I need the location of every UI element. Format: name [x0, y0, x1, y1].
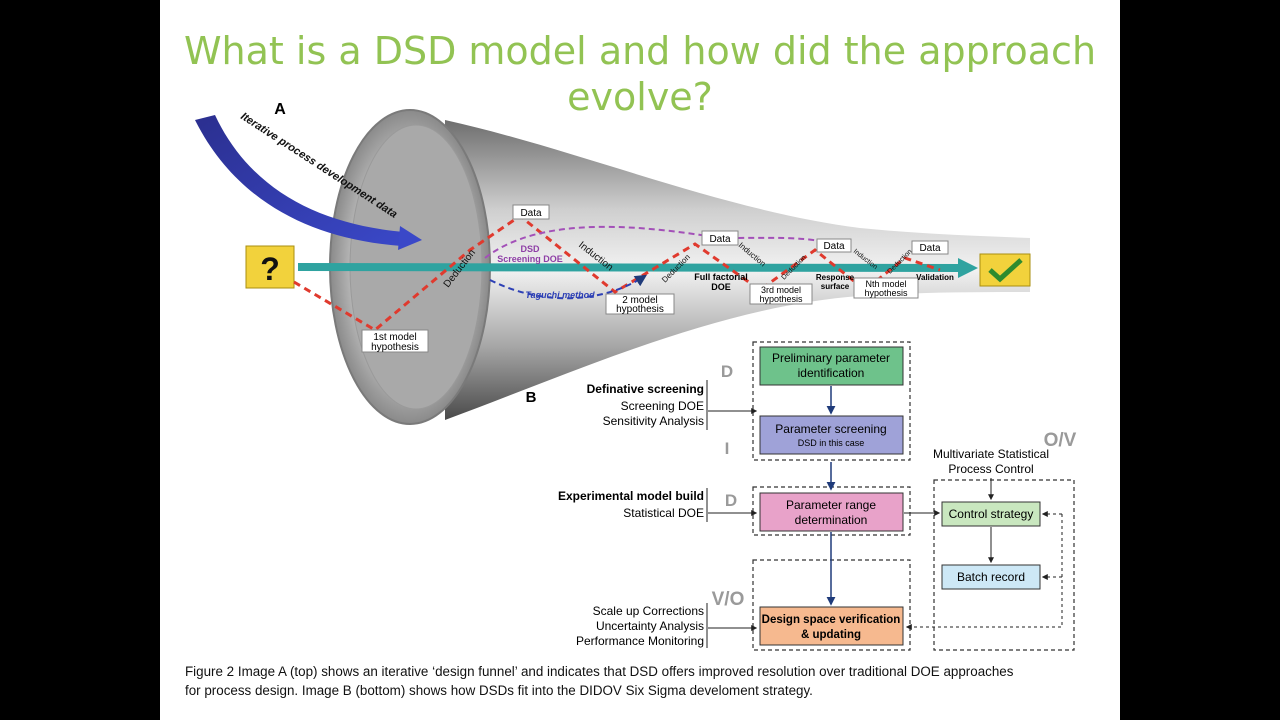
scale-up-item: Scale up Corrections — [593, 604, 704, 618]
svg-text:Batch record: Batch record — [957, 570, 1025, 584]
svg-text:Preliminary parameter: Preliminary parameter — [772, 351, 890, 365]
data-box-1: Data — [512, 204, 550, 220]
dsd-label: DSD — [520, 244, 540, 254]
figure-caption: Figure 2 Image A (top) shows an iterativ… — [185, 662, 1105, 700]
svg-text:Nth model: Nth model — [865, 279, 906, 289]
svg-text:Data: Data — [709, 234, 731, 245]
box-preliminary — [759, 346, 904, 386]
svg-text:identification: identification — [798, 366, 865, 380]
letter-ov: O/V — [1044, 430, 1077, 451]
letter-vo: V/O — [712, 589, 745, 610]
arrow-feedback-verification — [905, 514, 1063, 630]
svg-text:hypothesis: hypothesis — [759, 294, 803, 304]
definitive-screening-label: Definative screening — [587, 382, 704, 396]
main-axis-arrowhead — [958, 258, 978, 278]
title-line-1: What is a DSD model and how did the appr… — [183, 29, 1097, 73]
caption-line-1: Figure 2 Image A (top) shows an iterativ… — [185, 664, 1014, 679]
performance-item: Performance Monitoring — [576, 634, 704, 648]
slide-title: What is a DSD model and how did the appr… — [160, 28, 1120, 120]
question-mark: ? — [260, 251, 280, 287]
letter-d-2: D — [725, 491, 737, 510]
data-box-4: Data — [911, 240, 949, 255]
box-parameter-screening — [759, 415, 904, 455]
svg-text:Control strategy: Control strategy — [949, 507, 1034, 521]
svg-text:& updating: & updating — [801, 629, 861, 641]
iterative-arrow — [195, 115, 405, 246]
slide: What is a DSD model and how did the appr… — [160, 0, 1120, 720]
sensitivity-item: Sensitivity Analysis — [603, 414, 704, 428]
check-box — [979, 253, 1031, 287]
didov-panel: B D I D V/O O/V Preliminary parameter id… — [526, 341, 1077, 651]
svg-text:Data: Data — [823, 241, 845, 252]
first-hypothesis: 1st model hypothesis — [361, 329, 429, 353]
screening-doe-label: Screening DOE — [497, 254, 563, 264]
uncertainty-item: Uncertainty Analysis — [596, 619, 704, 633]
response-surface-line2: surface — [821, 282, 850, 291]
screening-doe-item: Screening DOE — [621, 399, 704, 413]
first-hypothesis-line2: hypothesis — [371, 342, 419, 353]
dsd-figure: Iterative process development data ? 1st… — [195, 101, 1077, 651]
funnel-panel: Iterative process development data ? 1st… — [195, 101, 1031, 425]
validation-label: Validation — [916, 273, 954, 282]
svg-text:3rd model: 3rd model — [761, 285, 801, 295]
data-box-2: Data — [701, 230, 739, 246]
main-axis — [297, 263, 961, 272]
letter-i: I — [725, 439, 730, 458]
second-hypothesis: 2 model hypothesis — [605, 293, 675, 315]
box-batch-record — [941, 564, 1041, 590]
iterative-arrowhead — [398, 226, 422, 250]
check-icon — [988, 258, 1023, 283]
svg-text:Parameter screening: Parameter screening — [775, 422, 886, 436]
question-box — [245, 245, 295, 289]
title-line-2: evolve? — [567, 75, 713, 119]
svg-text:2 model: 2 model — [622, 295, 658, 306]
mspc-line1: Multivariate Statistical — [933, 447, 1049, 461]
ov-group-box — [933, 479, 1075, 651]
letter-d-1: D — [721, 362, 733, 381]
svg-text:Design space verification: Design space verification — [762, 614, 901, 626]
full-factorial-line2: DOE — [711, 282, 731, 292]
svg-text:Data: Data — [919, 243, 941, 254]
nth-hypothesis: Nth model hypothesis — [853, 277, 919, 299]
box-design-space — [759, 606, 904, 646]
data-box-3: Data — [816, 238, 852, 253]
taguchi-label: Taguchi method — [525, 290, 595, 300]
svg-text:hypothesis: hypothesis — [616, 304, 664, 315]
full-factorial-line1: Full factorial — [694, 272, 748, 282]
svg-text:DSD in this case: DSD in this case — [798, 438, 865, 448]
response-surface-line1: Response — [816, 273, 855, 282]
statistical-doe-item: Statistical DOE — [623, 506, 704, 520]
svg-text:Parameter range: Parameter range — [786, 498, 876, 512]
box-parameter-range — [759, 492, 904, 532]
box-control-strategy — [941, 501, 1041, 527]
di-group-box — [752, 341, 911, 461]
experimental-model-label: Experimental model build — [558, 489, 704, 503]
third-hypothesis: 3rd model hypothesis — [749, 283, 813, 305]
first-hypothesis-line1: 1st model — [373, 332, 416, 343]
svg-text:determination: determination — [795, 513, 868, 527]
taguchi-arc — [489, 274, 648, 300]
mspc-line2: Process Control — [948, 462, 1033, 476]
svg-text:hypothesis: hypothesis — [864, 288, 908, 298]
panel-b-label: B — [526, 389, 537, 406]
panel-a-label: A — [274, 101, 286, 118]
svg-text:Data: Data — [520, 208, 542, 219]
caption-line-2: for process design. Image B (bottom) sho… — [185, 683, 813, 698]
